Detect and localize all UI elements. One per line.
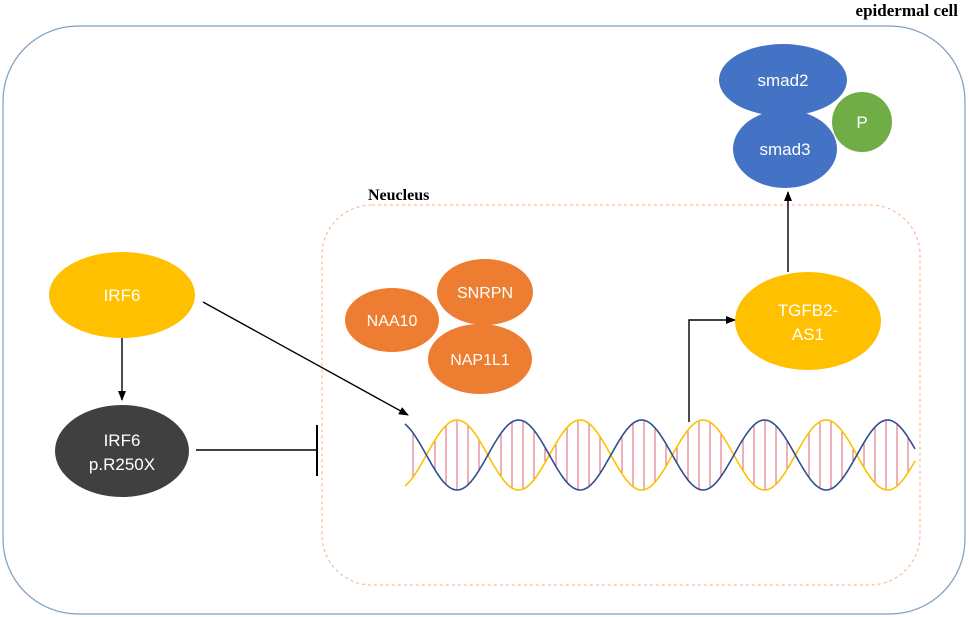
irf6-mutant-label-line2: p.R250X <box>89 455 155 474</box>
naa10-node <box>345 288 439 352</box>
cell-label: epidermal cell <box>856 1 959 20</box>
irf6-mutant-label-line1: IRF6 <box>104 431 141 450</box>
smad2-node <box>719 44 847 116</box>
nucleus-membrane <box>321 204 921 586</box>
smad2-label: smad2 <box>757 71 808 90</box>
nap1l1-node <box>428 324 532 394</box>
phosphate-label: P <box>856 113 867 132</box>
dna-helix <box>404 419 916 491</box>
naa10-label: NAA10 <box>367 313 418 330</box>
dna-rungs <box>412 420 909 490</box>
dna-strand-yellow <box>404 419 916 491</box>
nap1l1-label: NAP1L1 <box>450 352 510 369</box>
irf6-label: IRF6 <box>104 286 141 305</box>
snrpn-label: SNRPN <box>457 285 513 302</box>
phosphate-node <box>832 92 892 152</box>
arrow-irf6-to-dna <box>202 301 409 416</box>
cell-membrane <box>2 25 966 615</box>
smad3-label: smad3 <box>759 140 810 159</box>
irf6-mutant-node <box>55 405 189 497</box>
arrow-dna-to-tgfb2 <box>688 316 736 422</box>
smad3-node <box>733 110 837 188</box>
nucleus-label: Neucleus <box>368 187 429 204</box>
tgfb2-as1-label-line2: AS1 <box>792 325 824 344</box>
irf6-node <box>49 252 195 338</box>
snrpn-node <box>437 259 533 325</box>
tgfb2-as1-label-line1: TGFB2- <box>778 301 838 320</box>
dna-strand-blue <box>404 419 916 491</box>
tgfb2-as1-node <box>735 272 881 370</box>
